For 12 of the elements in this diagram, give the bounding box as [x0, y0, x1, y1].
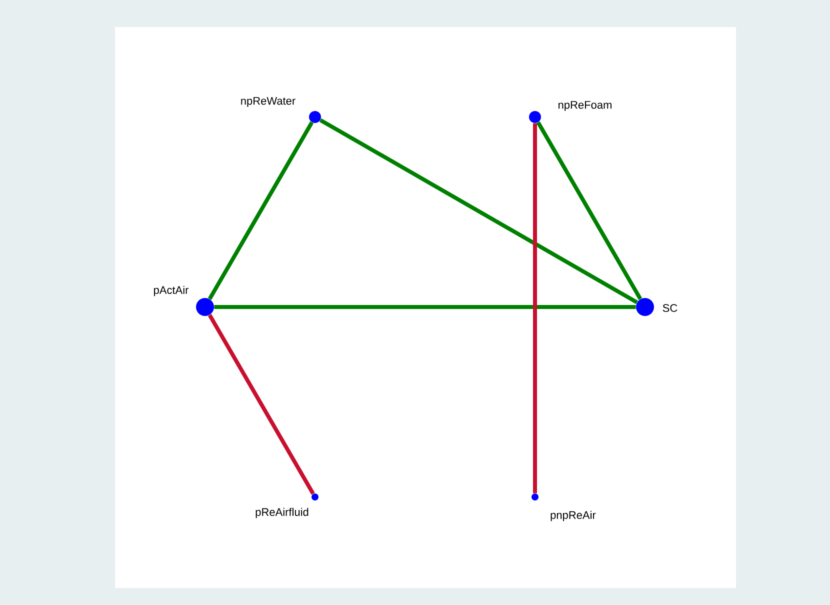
- edge-line: [208, 314, 315, 495]
- edge-line: [319, 118, 638, 304]
- node-label: pActAir: [154, 286, 189, 296]
- edge-line: [536, 121, 642, 300]
- node-label: pReAirfluid: [256, 508, 308, 518]
- node-label: npReWater: [241, 97, 296, 107]
- edge-line: [533, 123, 537, 494]
- edge-line: [214, 305, 636, 309]
- node-label: npReFoam: [558, 101, 612, 111]
- node-label: SC: [662, 304, 678, 312]
- edge-line: [208, 121, 314, 300]
- node-label: pnpReAir: [550, 510, 596, 522]
